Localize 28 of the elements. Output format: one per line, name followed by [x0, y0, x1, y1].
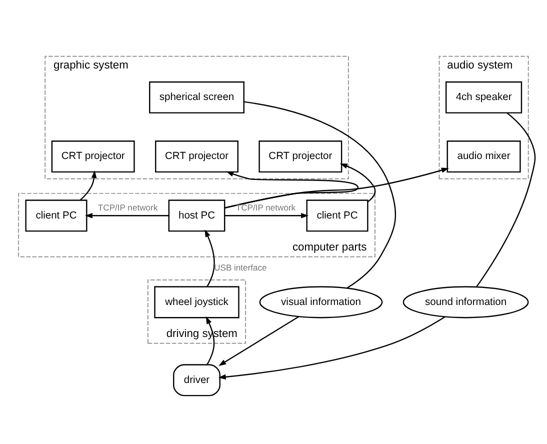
node-box: CRT projector: [258, 140, 342, 172]
edge-label: USB interface: [214, 262, 267, 272]
arrow: [204, 228, 215, 286]
arrow: [218, 316, 300, 366]
node-box: driver: [173, 364, 220, 396]
node-box: host PC: [168, 199, 226, 232]
node-box: spherical screen: [149, 80, 244, 113]
node-box: audio mixer: [446, 140, 521, 172]
node-box: wheel joystick: [154, 286, 240, 318]
node-ellipse: sound information: [402, 286, 529, 318]
connector: [476, 112, 536, 287]
arrow: [224, 212, 309, 218]
arrow: [218, 316, 446, 380]
node-ellipse: visual information: [259, 286, 383, 318]
arrow: [224, 170, 358, 208]
arrow: [206, 316, 215, 364]
arrow: [84, 212, 169, 218]
node-box: client PC: [306, 199, 368, 232]
arrow: [80, 170, 97, 200]
node-box: CRT projector: [155, 140, 238, 172]
edge-label: TCP/IP network: [98, 202, 158, 212]
node-box: CRT projector: [51, 140, 135, 172]
node-box: client PC: [25, 199, 88, 232]
connector: [244, 100, 396, 288]
node-box: 4ch speaker: [445, 80, 522, 113]
arrow: [340, 163, 376, 202]
edge-label: TCP/IP network: [236, 202, 296, 212]
arrow: [224, 167, 450, 208]
